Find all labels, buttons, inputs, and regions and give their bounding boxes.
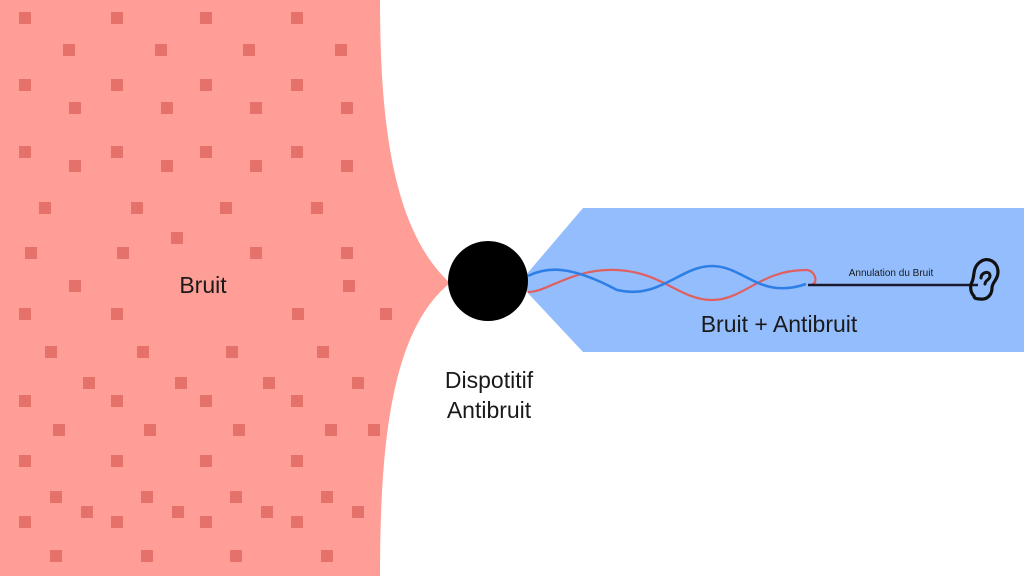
- noise-particle: [321, 491, 333, 503]
- noise-particle: [291, 146, 303, 158]
- noise-particle: [111, 308, 123, 320]
- noise-particle: [250, 102, 262, 114]
- noise-particle: [83, 377, 95, 389]
- noise-particle: [19, 308, 31, 320]
- noise-particles: [19, 12, 392, 562]
- noise-particle: [291, 395, 303, 407]
- noise-particle: [291, 455, 303, 467]
- noise-particle: [111, 455, 123, 467]
- noise-particle: [200, 12, 212, 24]
- combined-region: [525, 208, 1024, 352]
- noise-particle: [311, 202, 323, 214]
- noise-particle: [335, 44, 347, 56]
- noise-particle: [321, 550, 333, 562]
- noise-particle: [25, 247, 37, 259]
- noise-particle: [352, 377, 364, 389]
- noise-particle: [263, 377, 275, 389]
- ear-icon: [969, 258, 1000, 301]
- noise-particle: [39, 202, 51, 214]
- noise-particle: [171, 232, 183, 244]
- noise-particle: [111, 79, 123, 91]
- noise-particle: [200, 79, 212, 91]
- noise-particle: [111, 395, 123, 407]
- noise-particle: [111, 12, 123, 24]
- noise-particle: [291, 516, 303, 528]
- noise-particle: [341, 102, 353, 114]
- cancellation-label: Annulation du Bruit: [849, 268, 934, 279]
- noise-particle: [144, 424, 156, 436]
- noise-particle: [19, 79, 31, 91]
- noise-particle: [317, 346, 329, 358]
- noise-particle: [69, 280, 81, 292]
- noise-particle: [50, 491, 62, 503]
- noise-particle: [175, 377, 187, 389]
- noise-particle: [343, 280, 355, 292]
- noise-particle: [19, 455, 31, 467]
- noise-particle: [380, 308, 392, 320]
- noise-particle: [69, 160, 81, 172]
- antinoise-device: [448, 241, 528, 321]
- device-label-line1: Dispotitif: [445, 367, 534, 393]
- noise-particle: [250, 247, 262, 259]
- noise-particle: [161, 102, 173, 114]
- noise-particle: [341, 247, 353, 259]
- noise-particle: [172, 506, 184, 518]
- noise-particle: [200, 395, 212, 407]
- noise-particle: [81, 506, 93, 518]
- noise-particle: [250, 160, 262, 172]
- noise-particle: [69, 102, 81, 114]
- noise-particle: [200, 455, 212, 467]
- noise-particle: [200, 146, 212, 158]
- noise-particle: [155, 44, 167, 56]
- noise-particle: [111, 516, 123, 528]
- noise-particle: [141, 491, 153, 503]
- combined-label: Bruit + Antibruit: [701, 311, 858, 337]
- noise-particle: [19, 146, 31, 158]
- noise-particle: [291, 79, 303, 91]
- noise-particle: [50, 550, 62, 562]
- noise-particle: [161, 160, 173, 172]
- noise-particle: [368, 424, 380, 436]
- noise-particle: [19, 12, 31, 24]
- antinoise-wave: [527, 264, 807, 293]
- noise-particle: [292, 308, 304, 320]
- noise-label: Bruit: [179, 272, 227, 298]
- noise-particle: [261, 506, 273, 518]
- noise-particle: [341, 160, 353, 172]
- noise-particle: [19, 395, 31, 407]
- noise-region: [0, 0, 450, 576]
- noise-particle: [233, 424, 245, 436]
- noise-particle: [352, 506, 364, 518]
- device-label-line2: Antibruit: [447, 397, 532, 423]
- noise-particle: [131, 202, 143, 214]
- noise-particle: [45, 346, 57, 358]
- noise-particle: [243, 44, 255, 56]
- noise-particle: [220, 202, 232, 214]
- noise-particle: [291, 12, 303, 24]
- noise-particle: [117, 247, 129, 259]
- noise-particle: [63, 44, 75, 56]
- noise-particle: [230, 491, 242, 503]
- noise-particle: [325, 424, 337, 436]
- noise-particle: [141, 550, 153, 562]
- noise-particle: [137, 346, 149, 358]
- noise-particle: [111, 146, 123, 158]
- noise-particle: [226, 346, 238, 358]
- noise-particle: [53, 424, 65, 436]
- noise-particle: [230, 550, 242, 562]
- noise-particle: [200, 516, 212, 528]
- noise-particle: [19, 516, 31, 528]
